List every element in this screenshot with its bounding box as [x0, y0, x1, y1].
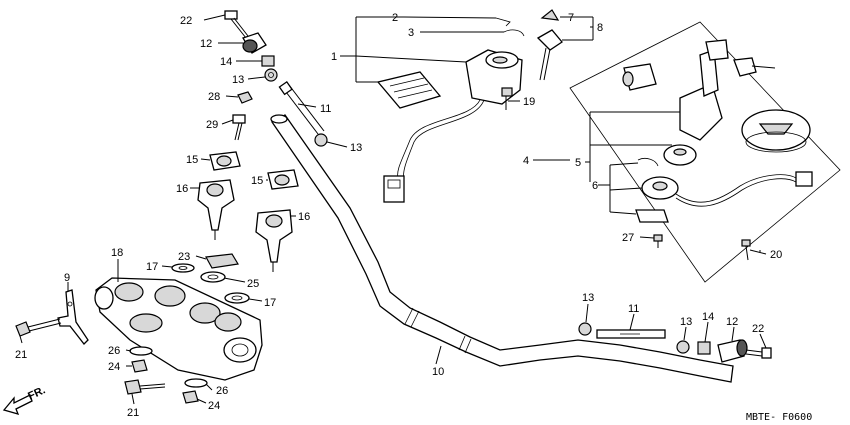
bolt-22-top — [224, 10, 249, 39]
fuel-cap — [741, 109, 811, 153]
callout-21: 21 — [127, 407, 139, 419]
screw-19 — [501, 87, 513, 110]
handlebar-weight-12-left — [242, 32, 267, 54]
callout-17: 17 — [264, 297, 276, 309]
upper-holder-15-left — [209, 151, 241, 171]
harness-ignition — [675, 171, 813, 207]
washer-26-lower — [184, 378, 208, 388]
key-8 — [536, 29, 563, 81]
callout-1: 1 — [331, 51, 337, 63]
diagram-code: MBTE- F0600 — [746, 412, 812, 423]
nut-24-upper — [131, 359, 148, 373]
callout-27: 27 — [622, 232, 634, 244]
callout-10: 10 — [432, 366, 444, 378]
callout-18: 18 — [111, 247, 123, 259]
nut-13-left — [264, 68, 278, 82]
pin-2 — [495, 17, 511, 27]
leader-lines — [19, 14, 767, 405]
washer-17-lower — [224, 292, 250, 304]
washer-26-upper — [129, 346, 153, 356]
callout-13: 13 — [232, 74, 244, 86]
handlebar-weight-12-right — [717, 339, 748, 363]
callout-16: 16 — [298, 211, 310, 223]
lower-holder-16-right — [255, 209, 293, 272]
nut-24-lower — [182, 390, 199, 404]
callout-11: 11 — [320, 103, 331, 115]
nut-14-right — [697, 341, 711, 355]
lock-cylinder — [622, 63, 657, 91]
callout-13: 13 — [582, 292, 594, 304]
weight-rod-11-lower — [596, 329, 666, 339]
key-plate-label — [376, 71, 442, 109]
top-bridge-18 — [94, 277, 263, 381]
callout-16: 16 — [176, 183, 188, 195]
washer-17-upper — [171, 263, 195, 273]
callout-8: 8 — [597, 22, 603, 34]
callout-9: 9 — [64, 272, 70, 284]
front-arrow-label: FR. — [26, 384, 47, 402]
ignition-switch — [679, 39, 776, 141]
bolt-29 — [232, 114, 246, 141]
callout-26: 26 — [108, 345, 120, 357]
clip-3 — [503, 29, 525, 37]
callout-12: 12 — [200, 38, 212, 50]
callout-26: 26 — [216, 385, 228, 397]
callout-29: 29 — [206, 119, 218, 131]
callout-25: 25 — [247, 278, 259, 290]
washer-25 — [200, 271, 226, 283]
switch-base — [663, 144, 697, 166]
callout-7: 7 — [568, 12, 574, 24]
cover-6-lower — [635, 209, 669, 223]
key-cap-7 — [540, 9, 560, 21]
callout-17: 17 — [146, 261, 158, 273]
callout-14: 14 — [702, 311, 714, 323]
callout-19: 19 — [523, 96, 535, 108]
handlebar — [270, 114, 734, 383]
main-switch-body — [383, 49, 523, 203]
callout-23: 23 — [178, 251, 190, 263]
callout-3: 3 — [408, 27, 414, 39]
callout-20: 20 — [770, 249, 782, 261]
nut-13-right-a — [578, 322, 592, 336]
callout-28: 28 — [208, 91, 220, 103]
front-arrow: FR. — [2, 384, 47, 415]
retainer-6-upper — [637, 158, 659, 167]
weight-rod-11-upper — [278, 80, 328, 147]
callout-22: 22 — [752, 323, 764, 335]
upper-holder-15-right — [267, 169, 299, 190]
callout-15: 15 — [186, 154, 198, 166]
bolt-20 — [741, 239, 751, 261]
nut-28 — [237, 91, 253, 104]
bolt-21-lower — [124, 379, 166, 395]
bracket-9 — [57, 289, 89, 345]
callout-24: 24 — [208, 400, 220, 412]
callout-4: 4 — [523, 155, 529, 167]
nut-23 — [205, 253, 239, 269]
callout-13: 13 — [680, 316, 692, 328]
callout-15: 15 — [251, 175, 263, 187]
nut-14-left — [261, 55, 275, 67]
nut-13-right-b — [676, 340, 690, 354]
callouts: 22 12 14 13 28 29 15 16 15 16 23 17 25 1… — [15, 12, 782, 419]
callout-11: 11 — [628, 303, 639, 315]
lower-holder-16-left — [197, 179, 235, 240]
rotor-6 — [641, 176, 679, 200]
callout-24: 24 — [108, 361, 120, 373]
bolt-22-right — [745, 347, 772, 359]
bolt-21-upper — [15, 318, 62, 337]
callout-13: 13 — [350, 142, 362, 154]
callout-6: 6 — [592, 180, 598, 192]
callout-12: 12 — [726, 316, 738, 328]
screw-27 — [653, 234, 663, 248]
callout-22: 22 — [180, 15, 192, 27]
callout-14: 14 — [220, 56, 232, 68]
callout-21: 21 — [15, 349, 27, 361]
callout-2: 2 — [392, 12, 398, 24]
callout-5: 5 — [575, 157, 581, 169]
